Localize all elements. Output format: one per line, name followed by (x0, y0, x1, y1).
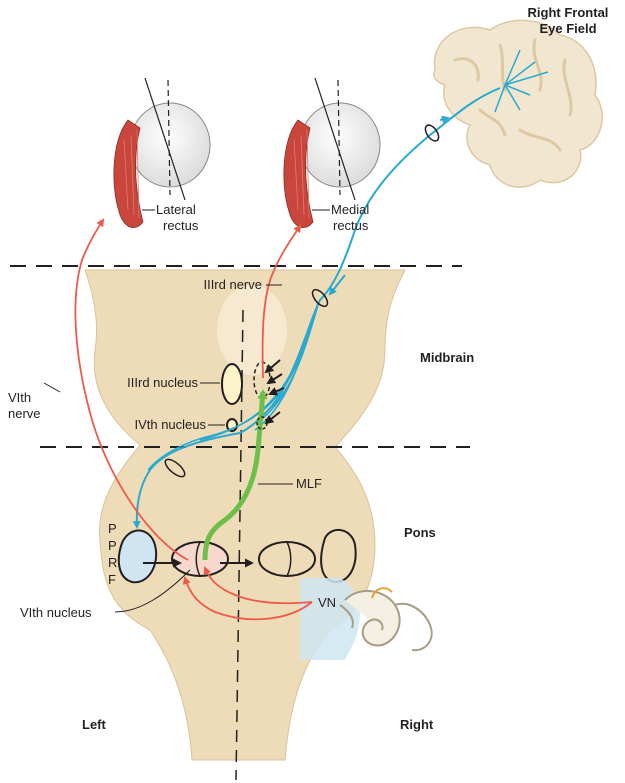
label-medial-rectus-2: rectus (333, 218, 369, 233)
label-right-frontal-eye-field-1: Right Frontal (528, 5, 609, 20)
label-vith-nucleus: VIth nucleus (20, 605, 92, 620)
vith-nucleus-shape (172, 542, 228, 576)
iiird-nucleus-shape (222, 364, 242, 404)
frontal-cortex (434, 20, 602, 187)
label-pons: Pons (404, 525, 436, 540)
label-ivth-nucleus: IVth nucleus (134, 417, 206, 432)
vestibular-nucleus-region (300, 578, 360, 660)
label-vn: VN (318, 595, 336, 610)
label-left: Left (82, 717, 107, 732)
label-pprf-f: F (108, 572, 116, 587)
label-iiird-nerve: IIIrd nerve (203, 277, 262, 292)
label-lateral-rectus-1: Lateral (156, 202, 196, 217)
label-right-frontal-eye-field-2: Eye Field (539, 21, 596, 36)
label-lateral-rectus-2: rectus (163, 218, 199, 233)
label-medial-rectus-1: Medial (331, 202, 369, 217)
label-iiird-nucleus: IIIrd nucleus (127, 375, 198, 390)
label-midbrain: Midbrain (420, 350, 474, 365)
midline-highlight (217, 285, 287, 375)
pprf-shape (119, 530, 156, 582)
label-right: Right (400, 717, 434, 732)
label-pprf-p1: P (108, 521, 117, 536)
label-vith-nerve-1: VIth (8, 390, 31, 405)
label-mlf: MLF (296, 476, 322, 491)
label-vith-nerve-2: nerve (8, 406, 41, 421)
label-pprf-r: R (108, 555, 117, 570)
label-pprf-p2: P (108, 538, 117, 553)
